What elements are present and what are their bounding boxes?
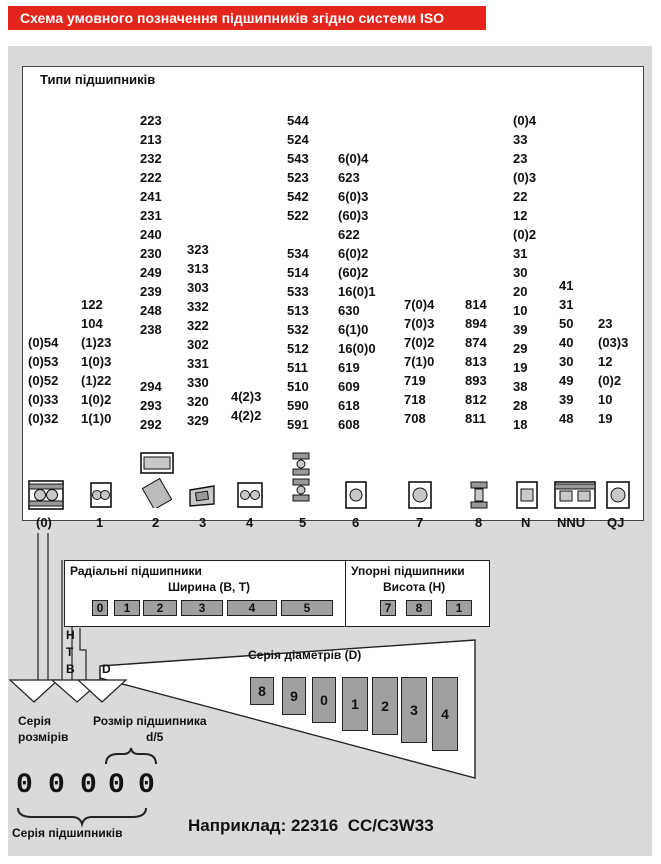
designations-col-0: (0)54(0)53(0)52(0)33(0)32 xyxy=(28,335,59,426)
single-row-ball-bearing-icon xyxy=(345,481,367,509)
bearing-series-brace-icon xyxy=(17,807,147,828)
bearing-size-label-line1: Розмір підшипника xyxy=(93,714,207,728)
type-label-0: (0) xyxy=(36,515,52,530)
self-aligning-ball-bearing-icon xyxy=(90,482,112,508)
diameter-code-0: 0 xyxy=(312,677,336,723)
panel-divider xyxy=(345,561,346,626)
size-series-label-line1: Серія xyxy=(18,714,52,728)
height-code-1: 1 xyxy=(446,600,472,616)
diameter-code-8: 8 xyxy=(250,677,274,705)
type-label-6: 6 xyxy=(352,515,360,530)
cylindrical-roller-bearing-icon xyxy=(516,481,538,509)
size-series-label-line2: розмірів xyxy=(18,730,69,744)
type-label-QJ: QJ xyxy=(607,515,625,530)
height-code-7: 7 xyxy=(380,600,396,616)
width-code-3: 3 xyxy=(181,600,223,616)
diameter-code-9: 9 xyxy=(282,677,306,715)
diameter-code-2: 2 xyxy=(372,677,398,735)
type-label-1: 1 xyxy=(96,515,104,530)
bearing-size-brace-icon xyxy=(105,747,157,765)
width-code-4: 4 xyxy=(227,600,277,616)
double-row-cylindrical-roller-bearing-icon xyxy=(554,481,596,509)
thrust-bearings-title: Упорні підшипники xyxy=(351,564,465,578)
cylindrical-roller-thrust-bearing-icon xyxy=(470,481,488,509)
spherical-roller-bearing-icon xyxy=(140,452,174,508)
diameter-code-1: 1 xyxy=(342,677,368,731)
thrust-ball-bearing-icon xyxy=(292,452,310,502)
type-label-7: 7 xyxy=(416,515,424,530)
four-point-contact-bearing-icon xyxy=(606,481,630,509)
type-label-NNU: NNU xyxy=(557,515,586,530)
height-code-8: 8 xyxy=(406,600,432,616)
size-series-arrow-icon xyxy=(8,679,60,703)
digit-4: 0 xyxy=(108,770,125,801)
diameter-code-3: 3 xyxy=(401,677,427,743)
digit-2: 0 xyxy=(48,770,65,801)
double-row-deep-groove-bearing-icon xyxy=(237,482,263,508)
width-code-1: 1 xyxy=(114,600,140,616)
type-label-5: 5 xyxy=(299,515,307,530)
page-title: Схема умовного позначення підшипників зг… xyxy=(20,10,445,26)
type-label-8: 8 xyxy=(475,515,483,530)
bearing-types-panel xyxy=(22,66,644,521)
deep-groove-ball-bearing-icon xyxy=(28,480,64,510)
letter-b: B xyxy=(66,662,75,676)
title-bar: Схема умовного позначення підшипників зг… xyxy=(8,6,486,30)
bearing-size-arrow-icon xyxy=(76,679,128,703)
type-label-4: 4 xyxy=(246,515,254,530)
diameter-series-title: Серія діаметрів (D) xyxy=(248,648,362,662)
digit-1: 0 xyxy=(16,770,33,801)
angular-contact-ball-bearing-icon xyxy=(408,481,432,509)
bearing-size-label-line2: d/5 xyxy=(146,730,164,744)
width-label: Ширина (B, T) xyxy=(168,580,251,594)
width-code-0: 0 xyxy=(92,600,108,616)
digit-3: 0 xyxy=(80,770,97,801)
letter-h: H xyxy=(66,628,75,642)
radial-bearings-title: Радіальні підшипники xyxy=(70,564,202,578)
type-label-N: N xyxy=(521,515,531,530)
type-label-2: 2 xyxy=(152,515,160,530)
digit-5: 0 xyxy=(138,770,155,801)
letter-d: D xyxy=(102,662,111,676)
bearing-series-label: Серія підшипників xyxy=(12,826,123,840)
diameter-code-4: 4 xyxy=(432,677,458,751)
width-code-2: 2 xyxy=(143,600,177,616)
letter-t: T xyxy=(66,645,74,659)
height-label: Висота (H) xyxy=(383,580,446,594)
example-text: Наприклад: 22316 CC/C3W33 xyxy=(188,816,434,835)
type-label-3: 3 xyxy=(199,515,207,530)
types-heading: Типи підшипників xyxy=(40,72,156,87)
tapered-roller-bearing-icon xyxy=(189,485,215,507)
width-code-5: 5 xyxy=(281,600,333,616)
